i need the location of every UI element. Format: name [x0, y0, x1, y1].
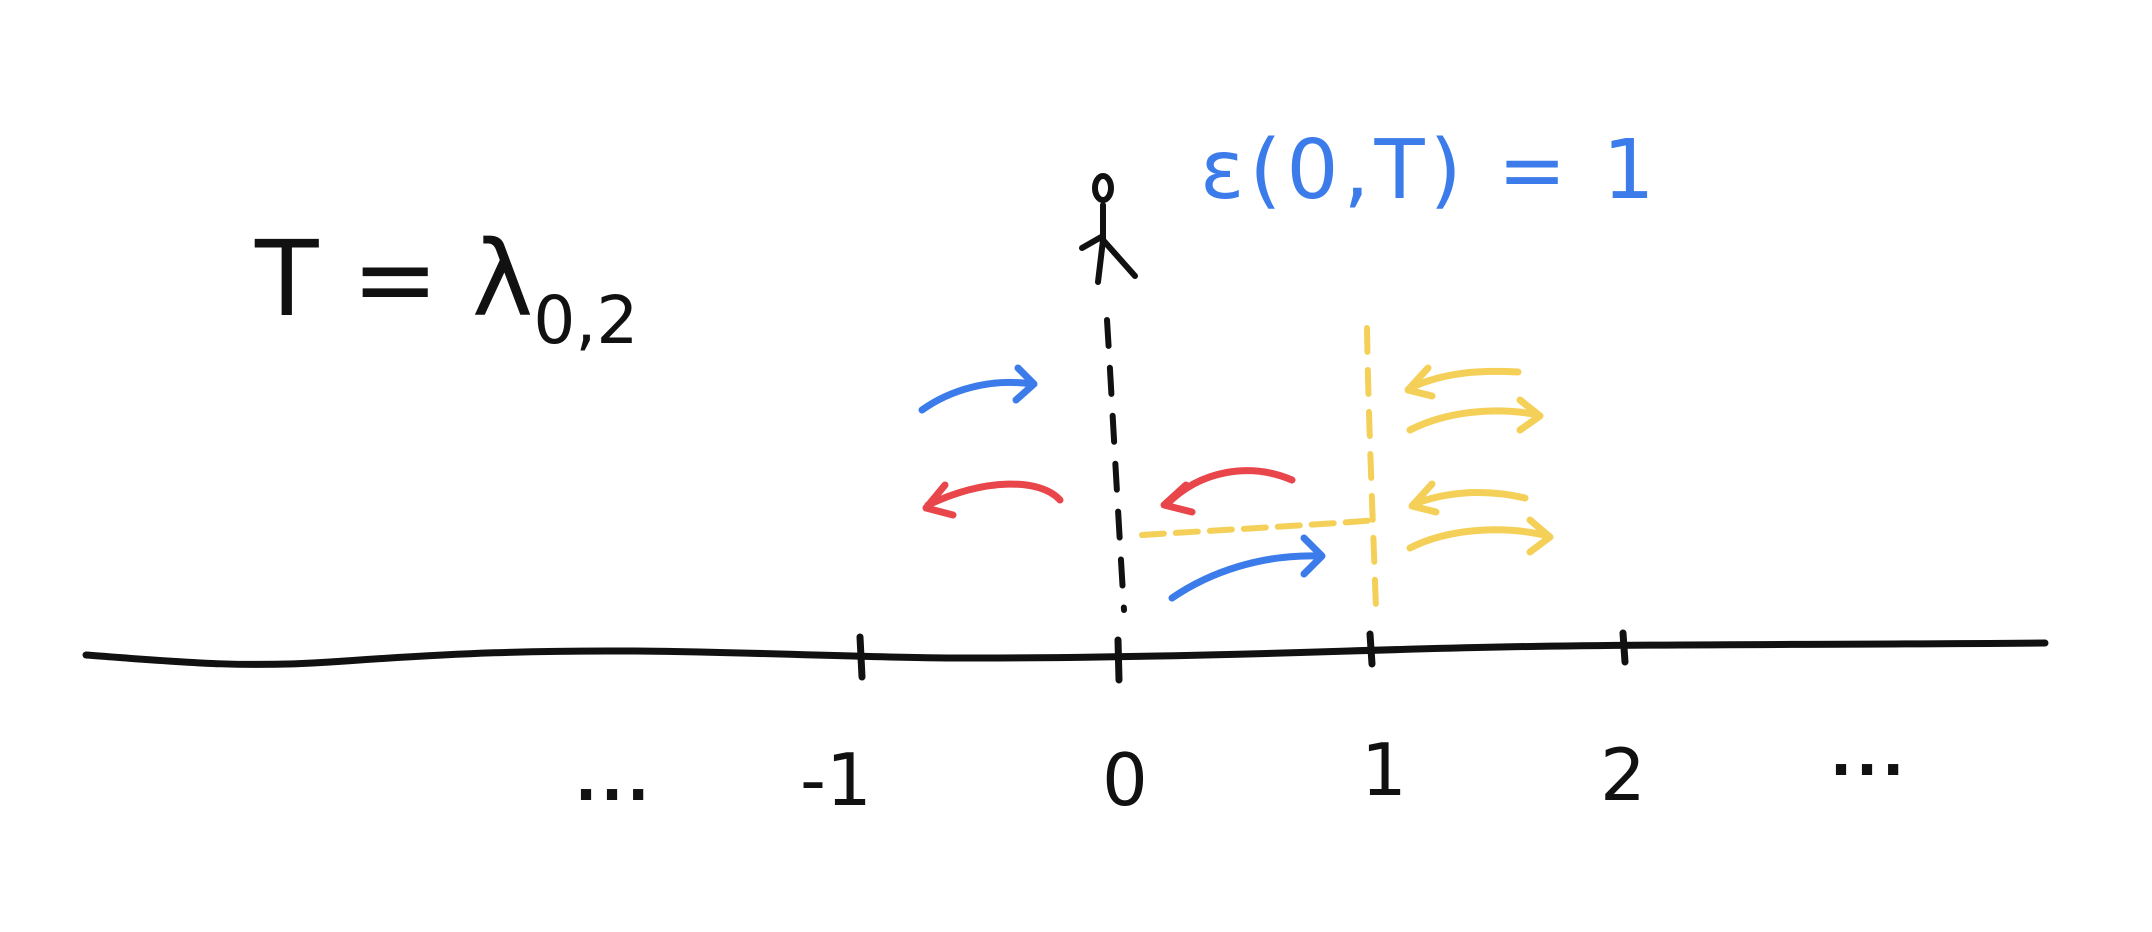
blue-arrow-lower-right [1168, 534, 1326, 602]
tick-label-2: 2 [1600, 733, 1646, 817]
equation-left-main: T = λ [254, 218, 533, 340]
tick-1 [1366, 630, 1376, 668]
equation-left: T = λ0,2 [254, 218, 638, 359]
yellow-arrow-4-right [1406, 516, 1554, 556]
stick-figure-icon [1079, 173, 1138, 285]
number-line [82, 639, 2049, 668]
tick-label-0: 0 [1102, 738, 1148, 822]
tick-label-left-ellipsis: ... [575, 746, 653, 814]
yellow-arrow-2-right [1406, 396, 1544, 434]
tick-label-right-ellipsis: ... [1830, 721, 1908, 789]
yellow-arrow-3-left [1408, 480, 1529, 516]
red-arrow-left [922, 480, 1064, 519]
tick-label-minus-1: -1 [800, 738, 872, 822]
equation-left-subscript: 0,2 [533, 282, 638, 359]
yellow-dashed-horizontal-line [1139, 517, 1381, 538]
tick-label-1: 1 [1361, 728, 1407, 812]
equation-right: ε(0,T) = 1 [1200, 123, 1660, 218]
red-arrow-center [1160, 467, 1296, 516]
black-dashed-line [1104, 317, 1127, 613]
tick-0 [1114, 636, 1123, 684]
yellow-dashed-vertical-line [1364, 325, 1379, 611]
tick-2 [1619, 629, 1629, 666]
yellow-arrow-1-left [1404, 364, 1522, 400]
tick-minus-1 [856, 633, 866, 681]
blue-arrow-upper-left [918, 364, 1038, 414]
